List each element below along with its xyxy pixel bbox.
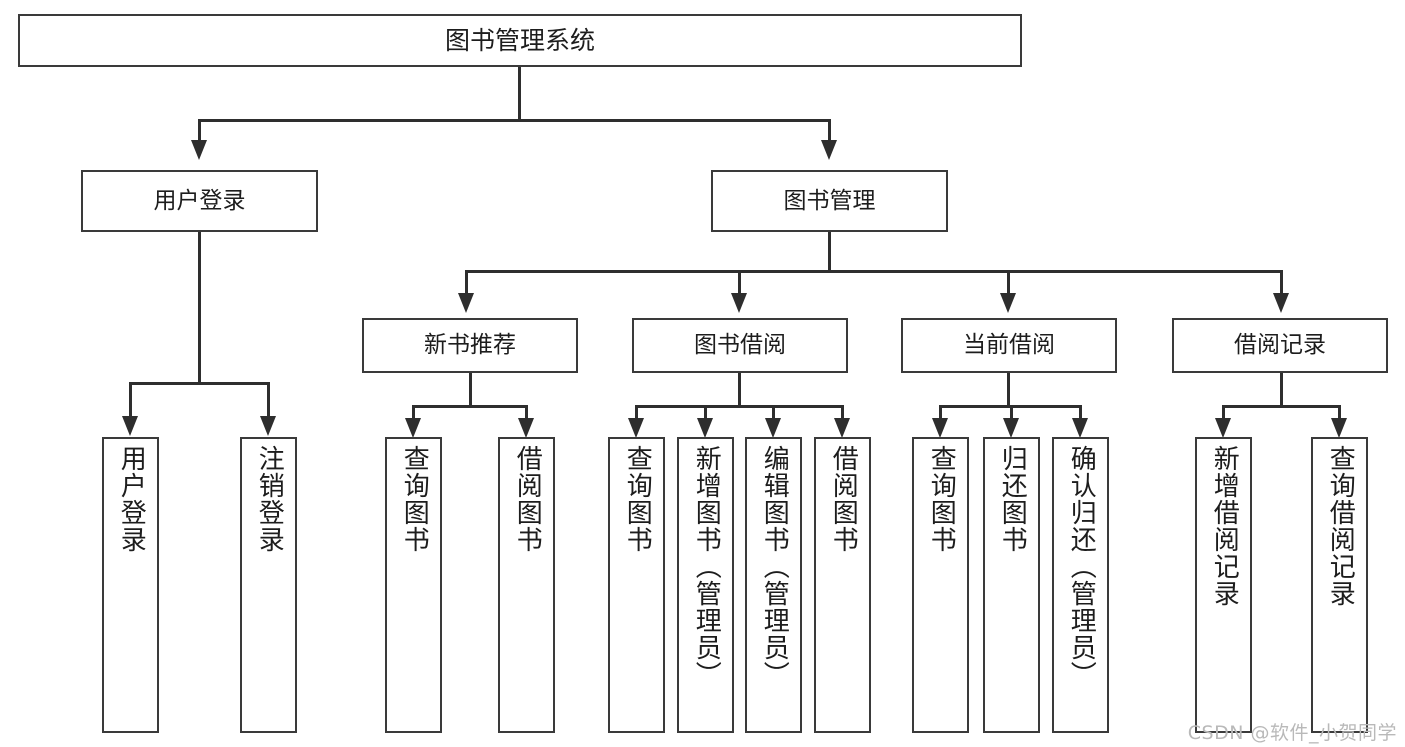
leaf-confirm-return-admin[interactable]: 确认归还（管理员） bbox=[1052, 437, 1109, 733]
leaf-borrow-book-recommend[interactable]: 借阅图书 bbox=[498, 437, 555, 733]
connector-drop-book-manage bbox=[828, 119, 831, 141]
arrowhead-leaf-confirm-return bbox=[1072, 418, 1088, 438]
connector-current-borrow-stem bbox=[1007, 373, 1010, 405]
arrowhead-leaf-query-book-3 bbox=[932, 418, 948, 438]
node-book-borrow[interactable]: 图书借阅 bbox=[632, 318, 848, 373]
connector-drop-new-book bbox=[465, 270, 468, 294]
leaf-label: 查询图书 bbox=[926, 445, 957, 553]
connector-borrow-record-stem bbox=[1280, 373, 1283, 405]
arrowhead-borrow-record bbox=[1273, 293, 1289, 313]
connector-drop-borrow-record bbox=[1280, 270, 1283, 294]
connector-user-login-bus bbox=[129, 382, 269, 385]
leaf-query-borrow-record[interactable]: 查询借阅记录 bbox=[1311, 437, 1368, 733]
leaf-label: 确认归还（管理员） bbox=[1066, 445, 1097, 688]
leaf-label: 新增图书（管理员） bbox=[691, 445, 722, 688]
connector-borrow-record-bus bbox=[1222, 405, 1341, 408]
connector-level3-bus bbox=[465, 270, 1283, 273]
connector-drop-book-borrow bbox=[738, 270, 741, 294]
connector-drop-current-borrow bbox=[1007, 270, 1010, 294]
arrowhead-leaf-query-book-2 bbox=[628, 418, 644, 438]
node-label: 图书管理系统 bbox=[444, 26, 595, 55]
connector-borrow-record-drop-2 bbox=[1338, 405, 1341, 419]
leaf-label: 查询图书 bbox=[399, 445, 430, 553]
arrowhead-leaf-query-record bbox=[1331, 418, 1347, 438]
leaf-query-book-current[interactable]: 查询图书 bbox=[912, 437, 969, 733]
connector-book-borrow-stem bbox=[738, 373, 741, 405]
arrowhead-leaf-add-record bbox=[1215, 418, 1231, 438]
arrowhead-leaf-borrow-book-1 bbox=[518, 418, 534, 438]
node-borrow-record[interactable]: 借阅记录 bbox=[1172, 318, 1388, 373]
connector-new-book-drop-2 bbox=[525, 405, 528, 419]
connector-level2-bus bbox=[198, 119, 831, 122]
arrowhead-current-borrow bbox=[1000, 293, 1016, 313]
connector-book-borrow-drop-4 bbox=[841, 405, 844, 419]
leaf-add-borrow-record[interactable]: 新增借阅记录 bbox=[1195, 437, 1252, 733]
leaf-label: 注销登录 bbox=[254, 445, 285, 553]
node-current-borrow[interactable]: 当前借阅 bbox=[901, 318, 1117, 373]
node-label: 用户登录 bbox=[153, 187, 246, 214]
leaf-label: 查询借阅记录 bbox=[1325, 445, 1356, 607]
arrowhead-leaf-add-book bbox=[697, 418, 713, 438]
node-new-book-recommend[interactable]: 新书推荐 bbox=[362, 318, 578, 373]
arrowhead-user-login bbox=[191, 140, 207, 160]
connector-book-manage-stem bbox=[828, 232, 831, 270]
connector-drop-user-login bbox=[198, 119, 201, 141]
leaf-user-login[interactable]: 用户登录 bbox=[102, 437, 159, 733]
leaf-label: 借阅图书 bbox=[828, 445, 859, 553]
leaf-label: 用户登录 bbox=[116, 445, 147, 553]
csdn-watermark: CSDN @软件_小贺同学 bbox=[1187, 722, 1397, 744]
connector-new-book-drop-1 bbox=[412, 405, 415, 419]
leaf-query-book-borrow[interactable]: 查询图书 bbox=[608, 437, 665, 733]
leaf-logout[interactable]: 注销登录 bbox=[240, 437, 297, 733]
connector-user-login-drop-2 bbox=[267, 382, 270, 417]
node-root-system[interactable]: 图书管理系统 bbox=[18, 14, 1022, 67]
arrowhead-leaf-return-book bbox=[1003, 418, 1019, 438]
arrowhead-leaf-borrow-book-2 bbox=[834, 418, 850, 438]
connector-book-borrow-drop-1 bbox=[635, 405, 638, 419]
leaf-label: 查询图书 bbox=[622, 445, 653, 553]
leaf-label: 归还图书 bbox=[997, 445, 1028, 553]
node-label: 图书管理 bbox=[783, 187, 876, 214]
connector-new-book-stem bbox=[469, 373, 472, 405]
arrowhead-book-manage bbox=[821, 140, 837, 160]
node-label: 图书借阅 bbox=[694, 332, 786, 358]
connector-book-borrow-drop-3 bbox=[772, 405, 775, 419]
arrowhead-leaf-user-login bbox=[122, 416, 138, 436]
connector-user-login-stem bbox=[198, 232, 201, 382]
arrowhead-new-book bbox=[458, 293, 474, 313]
leaf-add-book-admin[interactable]: 新增图书（管理员） bbox=[677, 437, 734, 733]
connector-current-borrow-drop-2 bbox=[1010, 405, 1013, 419]
node-user-login[interactable]: 用户登录 bbox=[81, 170, 318, 232]
connector-user-login-drop-1 bbox=[129, 382, 132, 417]
node-label: 当前借阅 bbox=[963, 332, 1055, 358]
arrowhead-leaf-edit-book bbox=[765, 418, 781, 438]
leaf-label: 借阅图书 bbox=[512, 445, 543, 553]
leaf-query-book-recommend[interactable]: 查询图书 bbox=[385, 437, 442, 733]
node-label: 借阅记录 bbox=[1234, 332, 1326, 358]
node-book-management[interactable]: 图书管理 bbox=[711, 170, 948, 232]
connector-new-book-bus bbox=[412, 405, 528, 408]
leaf-edit-book-admin[interactable]: 编辑图书（管理员） bbox=[745, 437, 802, 733]
leaf-borrow-book[interactable]: 借阅图书 bbox=[814, 437, 871, 733]
arrowhead-leaf-query-book-1 bbox=[405, 418, 421, 438]
node-label: 新书推荐 bbox=[424, 332, 516, 358]
arrowhead-leaf-logout bbox=[260, 416, 276, 436]
leaf-label: 新增借阅记录 bbox=[1209, 445, 1240, 607]
arrowhead-book-borrow bbox=[731, 293, 747, 313]
connector-current-borrow-drop-3 bbox=[1079, 405, 1082, 419]
connector-current-borrow-drop-1 bbox=[939, 405, 942, 419]
connector-borrow-record-drop-1 bbox=[1222, 405, 1225, 419]
connector-book-borrow-bus bbox=[635, 405, 844, 408]
connector-book-borrow-drop-2 bbox=[704, 405, 707, 419]
leaf-label: 编辑图书（管理员） bbox=[759, 445, 790, 688]
leaf-return-book[interactable]: 归还图书 bbox=[983, 437, 1040, 733]
connector-root-stem bbox=[518, 67, 521, 119]
